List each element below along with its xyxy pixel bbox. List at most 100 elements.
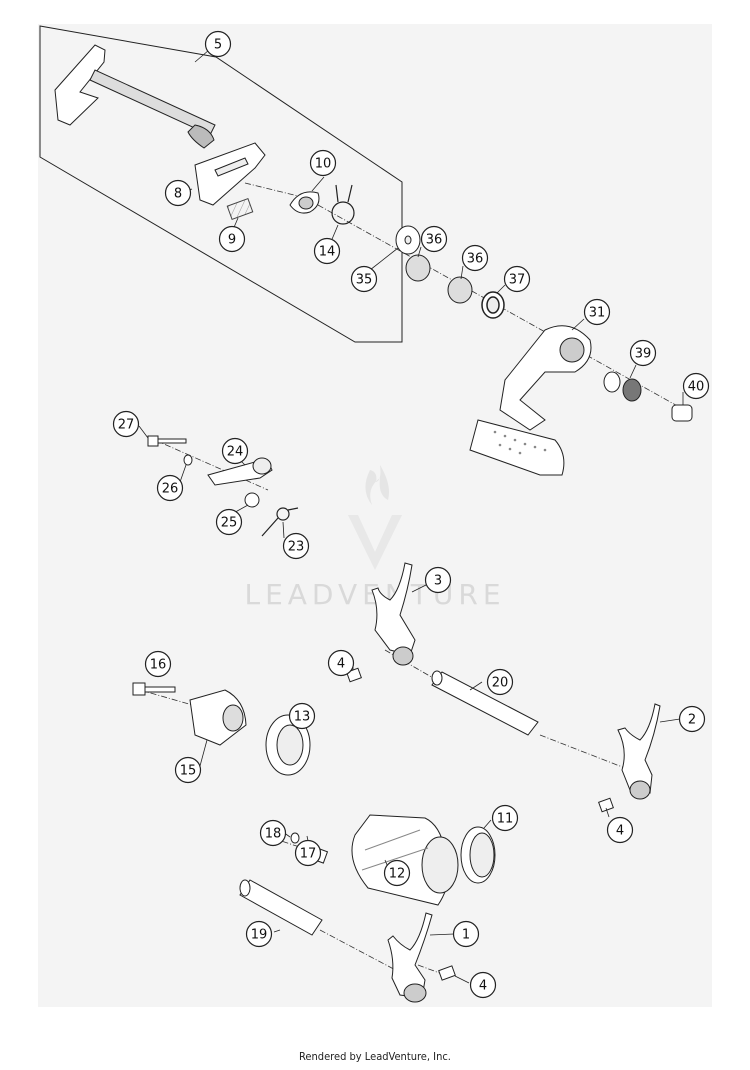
callout-circle (282, 532, 310, 560)
callout-circle (452, 920, 480, 948)
watermark-text: LEADVENTURE (244, 578, 505, 611)
callout-label: 24 (227, 445, 244, 460)
part-9-spring (226, 198, 254, 220)
callout-11[interactable]: 11 (491, 804, 519, 832)
part-14-spring (331, 184, 355, 225)
part-27-bolt (147, 435, 187, 447)
callout-label: 31 (589, 306, 606, 321)
callout-4a[interactable]: 4 (327, 649, 355, 677)
callout-label: 8 (174, 187, 182, 202)
callout-circle (327, 649, 355, 677)
callout-circle (469, 971, 497, 999)
part-23-spring (261, 507, 299, 537)
callout-8[interactable]: 8 (164, 179, 192, 207)
callout-circle (583, 298, 611, 326)
callout-label: 14 (319, 245, 336, 260)
callout-circle (420, 225, 448, 253)
callout-13[interactable]: 13 (288, 702, 316, 730)
callout-label: 5 (214, 38, 222, 53)
callout-label: 18 (265, 827, 282, 842)
callout-label: 1 (462, 928, 470, 943)
callout-4c[interactable]: 4 (469, 971, 497, 999)
callout-1[interactable]: 1 (452, 920, 480, 948)
part-26-washer (183, 454, 193, 466)
callout-label: 10 (315, 157, 332, 172)
part-13-bearing (265, 714, 311, 776)
callout-23[interactable]: 23 (282, 532, 310, 560)
callout-circle (503, 265, 531, 293)
callout-40[interactable]: 40 (682, 372, 710, 400)
callout-label: 16 (150, 658, 167, 673)
part-8-plate (194, 142, 266, 206)
callout-circle (629, 339, 657, 367)
shift-shaft-part (54, 44, 216, 149)
callout-3[interactable]: 3 (424, 566, 452, 594)
callout-label: 17 (300, 847, 317, 862)
callout-36a[interactable]: 36 (420, 225, 448, 253)
callout-label: 36 (426, 233, 443, 248)
part-15-shift-drum-end (189, 689, 247, 746)
watermark-logo (348, 465, 402, 570)
callout-14[interactable]: 14 (313, 237, 341, 265)
callout-2[interactable]: 2 (678, 705, 706, 733)
callout-circle (218, 225, 246, 253)
callout-4b[interactable]: 4 (606, 816, 634, 844)
part-10 (289, 191, 320, 214)
callout-circle (294, 839, 322, 867)
callouts-layer: 5108914353636373139402724262523342016131… (112, 30, 710, 999)
callout-25[interactable]: 25 (215, 508, 243, 536)
part-25-roller (244, 492, 260, 508)
callout-5[interactable]: 5 (204, 30, 232, 58)
callout-36b[interactable]: 36 (461, 244, 489, 272)
part-1-fork (387, 912, 433, 1003)
callout-label: 4 (337, 657, 345, 672)
callout-37[interactable]: 37 (503, 265, 531, 293)
callout-9[interactable]: 9 (218, 225, 246, 253)
part-24-lever (207, 457, 273, 486)
callout-18[interactable]: 18 (259, 819, 287, 847)
callout-circle (144, 650, 172, 678)
callout-15[interactable]: 15 (174, 756, 202, 784)
callout-circle (174, 756, 202, 784)
footer-credit: Rendered by LeadVenture, Inc. (299, 1050, 451, 1063)
callout-label: 12 (389, 867, 406, 882)
part-37-seal (481, 291, 505, 319)
callout-16[interactable]: 16 (144, 650, 172, 678)
callout-12[interactable]: 12 (383, 859, 411, 887)
callout-circle (424, 566, 452, 594)
part-35-washer (395, 225, 421, 255)
callout-label: 15 (180, 764, 197, 779)
callout-label: 2 (688, 713, 696, 728)
callout-17[interactable]: 17 (294, 839, 322, 867)
callout-circle (682, 372, 710, 400)
callout-label: 39 (635, 347, 652, 362)
part-3-fork (371, 562, 416, 666)
callout-circle (245, 920, 273, 948)
callout-31[interactable]: 31 (583, 298, 611, 326)
callout-10[interactable]: 10 (309, 149, 337, 177)
callout-circle (606, 816, 634, 844)
callout-27[interactable]: 27 (112, 410, 140, 438)
callout-20[interactable]: 20 (486, 668, 514, 696)
callout-19[interactable]: 19 (245, 920, 273, 948)
callout-label: 25 (221, 516, 238, 531)
callout-circle (215, 508, 243, 536)
callout-39[interactable]: 39 (629, 339, 657, 367)
callout-circle (383, 859, 411, 887)
callout-26[interactable]: 26 (156, 474, 184, 502)
callout-circle (350, 265, 378, 293)
callout-label: 40 (688, 380, 705, 395)
callout-circle (112, 410, 140, 438)
part-20-rod (431, 670, 539, 736)
part-40-bolt (671, 404, 693, 422)
callout-24[interactable]: 24 (221, 437, 249, 465)
callout-35[interactable]: 35 (350, 265, 378, 293)
callout-label: 27 (118, 418, 135, 433)
callout-circle (221, 437, 249, 465)
callout-label: 26 (162, 482, 179, 497)
parts-diagram: LEADVENTURE (39, 25, 710, 1003)
callout-circle (678, 705, 706, 733)
part-19-rod (239, 879, 323, 936)
part-39-washers (603, 371, 642, 402)
callout-label: 19 (251, 928, 268, 943)
